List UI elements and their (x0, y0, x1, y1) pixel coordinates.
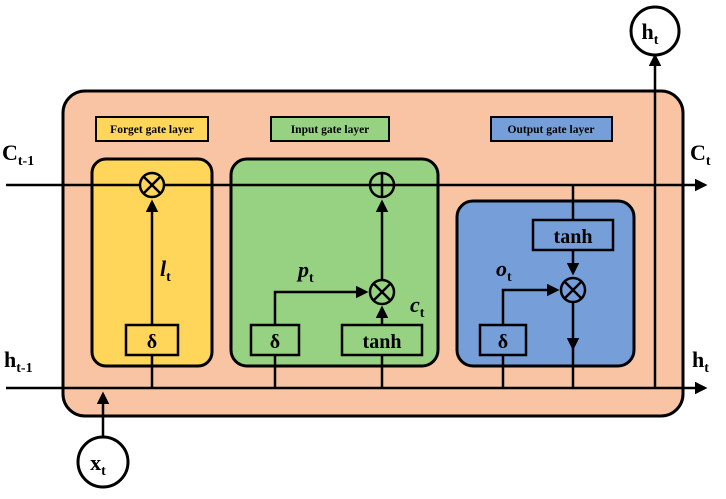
output-gate-label-box (490, 116, 613, 142)
forget-sigma-label: δ (147, 331, 157, 353)
input-c-label: ct (410, 292, 425, 321)
forget-gate-label-box (95, 116, 209, 142)
output-tanh-label: tanh (554, 226, 593, 248)
forget-multiply-x2 (142, 175, 162, 195)
input-sigma-label: δ (270, 331, 280, 353)
c-out-label: Ct (690, 140, 711, 169)
output-o-label: ot (496, 256, 512, 285)
h-top-label: ht (642, 19, 659, 48)
input-p-label: pt (296, 257, 314, 286)
x-input-label: xt (90, 450, 106, 479)
input-sigma-box (249, 323, 301, 357)
input-tanh-label: tanh (363, 331, 402, 353)
input-multiply-x2 (372, 282, 392, 302)
output-multiply-x2 (563, 280, 583, 300)
output-gate-label: Output gate layer (508, 124, 595, 136)
input-p-arrow (273, 285, 369, 325)
input-gate-label-box (270, 116, 390, 142)
h-top-node (629, 5, 681, 57)
forget-gate-label: Forget gate layer (110, 124, 194, 136)
h-out-label: ht (692, 347, 709, 376)
c-prev-label: Ct-1 (2, 140, 34, 169)
output-sigma-label: δ (498, 331, 508, 353)
forget-output-label: lt (160, 256, 171, 285)
output-o-arrow (501, 283, 560, 325)
h-prev-label: ht-1 (4, 347, 33, 376)
input-gate-label: Input gate layer (291, 124, 370, 136)
x-input-node (76, 435, 130, 489)
